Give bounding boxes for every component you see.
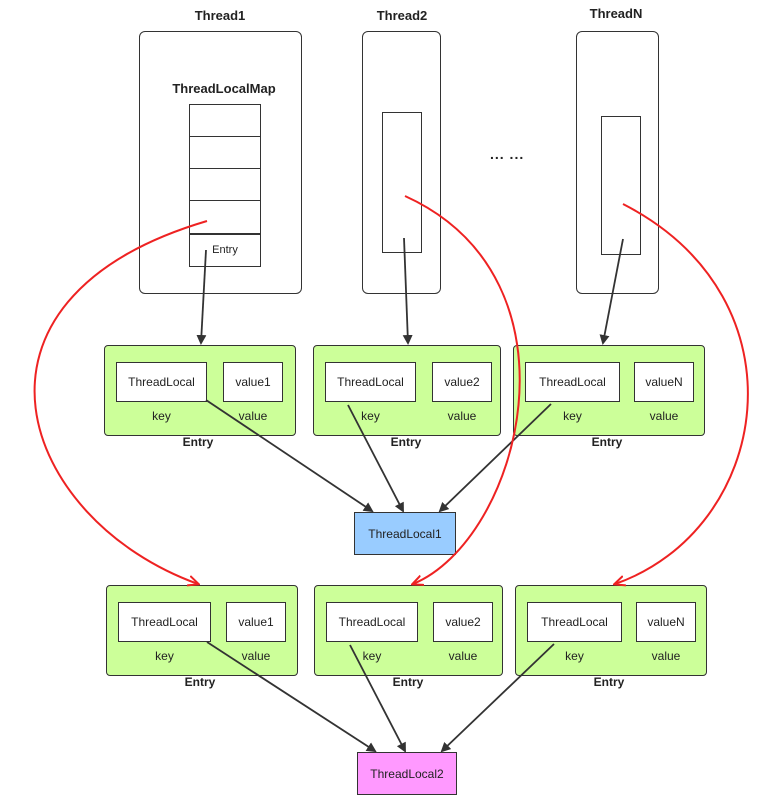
key-slot: ThreadLocal <box>525 362 620 402</box>
thread1-title: Thread1 <box>194 8 246 23</box>
entry-label: Entry <box>593 675 625 689</box>
threadn-map-box <box>601 116 641 255</box>
entry-box: ThreadLocal value1 key value <box>104 345 296 436</box>
key-slot: ThreadLocal <box>325 362 416 402</box>
key-label: key <box>152 409 171 423</box>
value-slot: value1 <box>226 602 286 642</box>
key-label: key <box>361 409 380 423</box>
key-slot: ThreadLocal <box>116 362 207 402</box>
value-slot: value2 <box>433 602 493 642</box>
entry-box: ThreadLocal valueN key value <box>513 345 705 436</box>
value-label: value <box>448 649 478 663</box>
thread2-title: Thread2 <box>376 8 428 23</box>
entry-box: ThreadLocal value2 key value <box>313 345 501 436</box>
key-slot: ThreadLocal <box>527 602 622 642</box>
entry-label: Entry <box>591 435 623 449</box>
key-slot: ThreadLocal <box>326 602 418 642</box>
entry-box: ThreadLocal value2 key value <box>314 585 503 676</box>
map-cell <box>189 136 261 170</box>
value-slot: valueN <box>634 362 694 402</box>
key-label: key <box>362 649 382 663</box>
thread2-map-box <box>382 112 422 253</box>
value-label: value <box>238 409 268 423</box>
entry-box: ThreadLocal value1 key value <box>106 585 298 676</box>
map-cell <box>189 104 261 138</box>
threadlocal1-box: ThreadLocal1 <box>354 512 456 555</box>
ellipsis: ... ... <box>490 146 525 162</box>
value-label: value <box>649 409 679 423</box>
threadn-title: ThreadN <box>589 6 643 21</box>
value-slot: value1 <box>223 362 283 402</box>
key-label: key <box>565 649 584 663</box>
entry-box: ThreadLocal valueN key value <box>515 585 707 676</box>
key-slot: ThreadLocal <box>118 602 211 642</box>
value-slot: value2 <box>432 362 492 402</box>
entry-label: Entry <box>390 435 422 449</box>
map-entry-cell: Entry <box>189 234 261 267</box>
value-label: value <box>447 409 477 423</box>
value-slot: valueN <box>636 602 696 642</box>
key-label: key <box>563 409 582 423</box>
entry-label: Entry <box>392 675 424 689</box>
threadlocal2-box: ThreadLocal2 <box>357 752 457 795</box>
entry-label: Entry <box>184 675 216 689</box>
map-cell <box>189 200 261 234</box>
entry-label: Entry <box>182 435 214 449</box>
value-label: value <box>651 649 681 663</box>
value-label: value <box>241 649 271 663</box>
threadlocalmap-title: ThreadLocalMap <box>172 81 276 96</box>
key-label: key <box>155 649 174 663</box>
map-cell <box>189 168 261 202</box>
